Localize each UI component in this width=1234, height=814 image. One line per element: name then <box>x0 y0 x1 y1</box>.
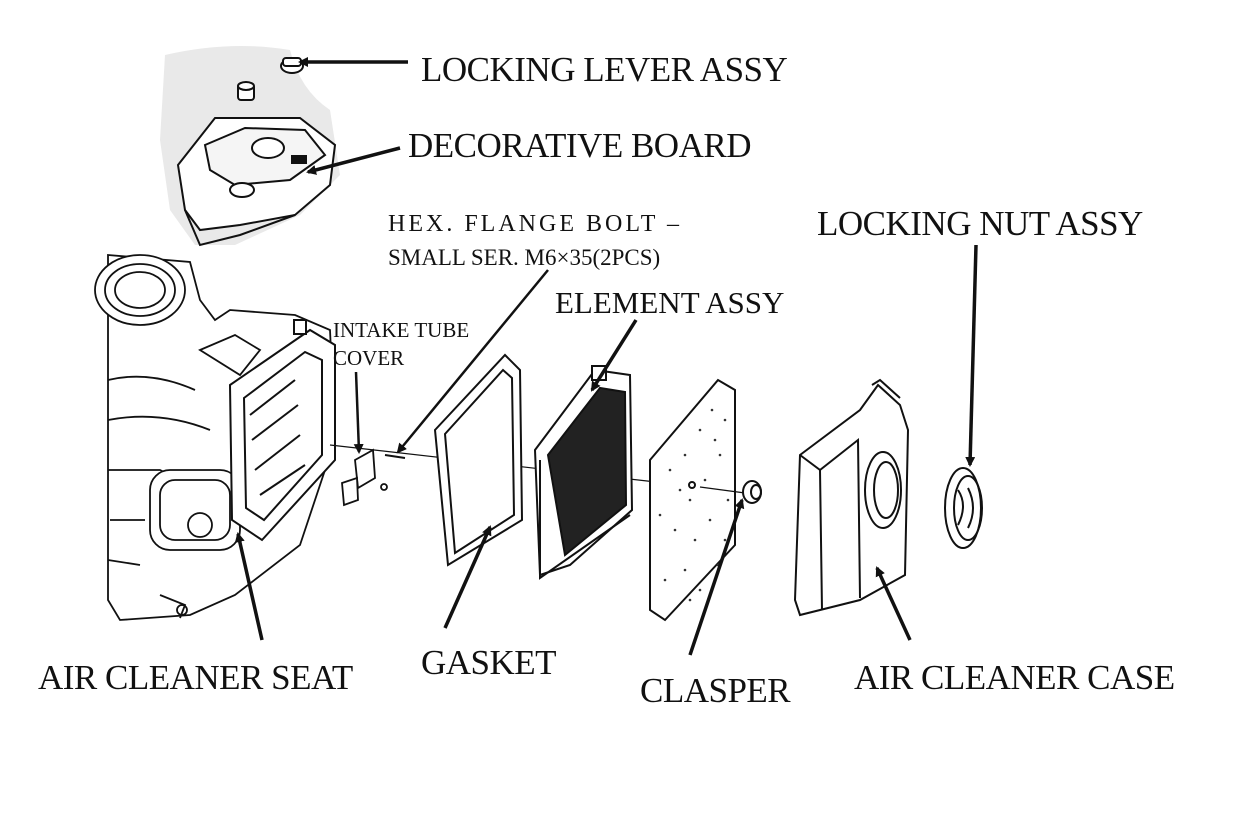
intake-tube-cover-part <box>341 448 388 507</box>
label-element-assy: ELEMENT ASSY <box>555 285 785 320</box>
label-air-cleaner-seat: AIR CLEANER SEAT <box>38 658 353 697</box>
locking-nut-part <box>944 467 983 549</box>
label-decorative-board: DECORATIVE BOARD <box>408 126 751 165</box>
label-locking-nut-assy: LOCKING NUT ASSY <box>817 204 1143 243</box>
label-intake-tube-cover-line2: COVER <box>333 346 405 370</box>
label-intake-tube-cover-line1: INTAKE TUBE <box>333 318 470 342</box>
leader-clasper <box>688 498 745 656</box>
air-cleaner-seat-part <box>228 319 336 542</box>
leader-gasket <box>443 525 492 629</box>
leader-decorative-board <box>306 146 401 175</box>
engine-block <box>94 254 336 621</box>
leader-intake-tube-cover <box>353 371 364 454</box>
leader-air-cleaner-case <box>875 566 912 641</box>
label-hex-flange-bolt-line1: HEX. FLANGE BOLT – <box>388 211 683 237</box>
clasper-filter-board <box>649 378 736 622</box>
label-hex-flange-bolt-line2: SMALL SER. M6×35(2PCS) <box>388 245 661 270</box>
leader-hex-bolt <box>396 269 549 454</box>
hex-bolt-part <box>384 454 406 459</box>
label-gasket: GASKET <box>421 643 557 682</box>
clasper-part <box>699 480 762 504</box>
air-cleaner-case-part <box>793 378 910 617</box>
locking-lever-pin <box>237 81 255 101</box>
leader-air-cleaner-seat <box>234 532 264 641</box>
label-locking-lever-assy: LOCKING LEVER ASSY <box>421 50 788 89</box>
decorative-board-part <box>176 117 337 247</box>
locking-lever-part <box>280 57 304 74</box>
leader-element-assy <box>590 319 638 392</box>
gasket-part <box>433 353 524 567</box>
leader-locking-nut <box>965 244 978 467</box>
label-clasper: CLASPER <box>640 671 791 710</box>
label-air-cleaner-case: AIR CLEANER CASE <box>854 658 1175 697</box>
element-assy-part <box>533 365 634 580</box>
